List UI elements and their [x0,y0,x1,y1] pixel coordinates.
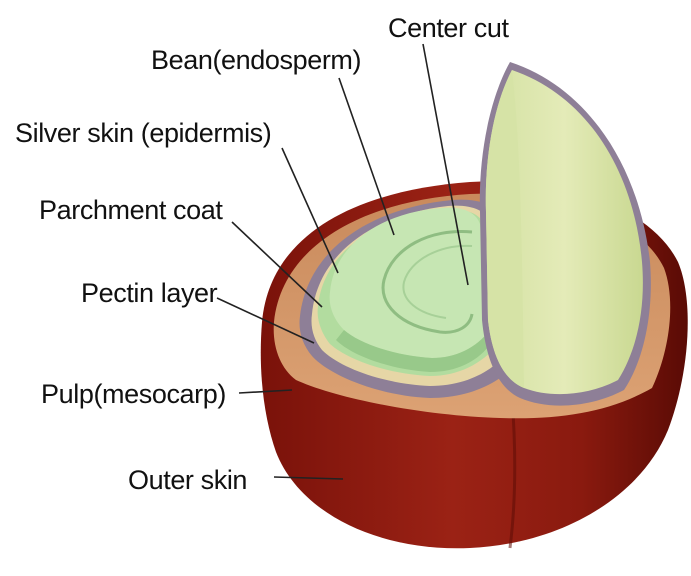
label-bean-endosperm: Bean(endosperm) [151,45,361,75]
label-silver-skin: Silver skin (epidermis) [15,118,271,148]
label-center-cut: Center cut [388,13,509,43]
label-pectin-layer: Pectin layer [81,278,218,308]
label-outer-skin: Outer skin [128,465,247,495]
label-parchment-coat: Parchment coat [39,195,223,225]
label-pulp-mesocarp: Pulp(mesocarp) [41,379,226,409]
